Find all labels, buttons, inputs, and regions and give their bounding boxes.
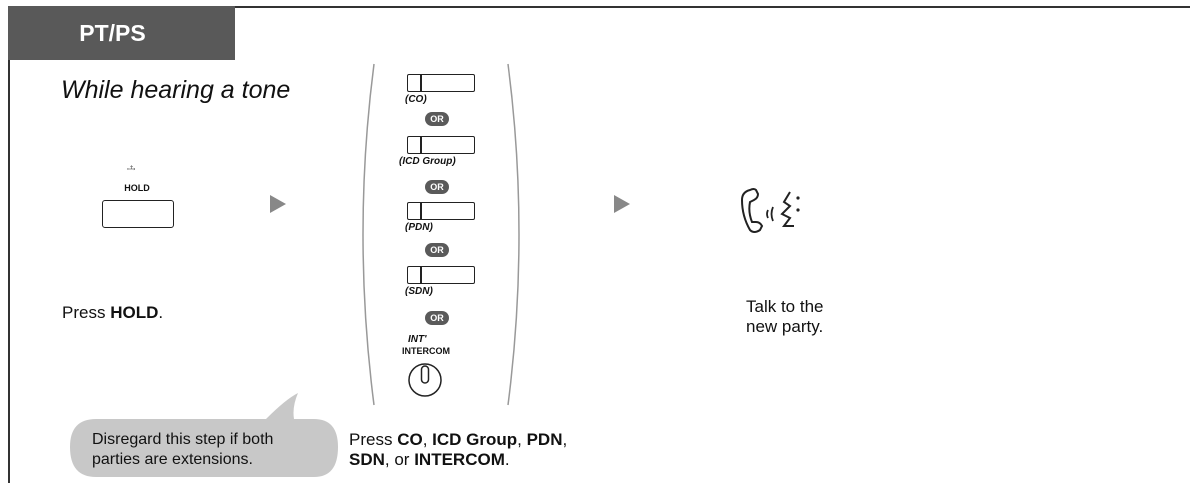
step3-caption-line2: new party. (746, 317, 824, 336)
step2-caption: Press CO, ICD Group, PDN, SDN, or INTERCO… (349, 430, 567, 470)
step2-caption-intercom: INTERCOM (414, 450, 505, 469)
hold-arrow-icon (127, 165, 136, 171)
note-line2: parties are extensions. (92, 451, 253, 468)
subtitle: While hearing a tone (61, 76, 291, 104)
step-arrow-2 (614, 195, 630, 213)
step2-caption-prefix: Press (349, 430, 398, 449)
header-tab: PT/PS (8, 6, 235, 60)
step2-caption-sep4: , or (384, 450, 415, 469)
option-brackets (362, 63, 520, 406)
co-key[interactable] (407, 74, 475, 92)
step2-caption-sep2: , (517, 430, 527, 449)
step1-caption-prefix: Press (62, 303, 111, 322)
pdn-key[interactable] (407, 202, 475, 220)
intercom-label: INTERCOM (402, 346, 450, 356)
hold-key-label: HOLD (124, 183, 150, 193)
talk-handset-icon (740, 188, 800, 233)
sdn-key[interactable] (407, 266, 475, 284)
step2-caption-sdn: SDN (349, 450, 385, 469)
step1-caption-suffix: . (158, 303, 164, 322)
step2-caption-sep1: , (422, 430, 433, 449)
header-tab-label: PT/PS (79, 19, 146, 46)
step1-caption: Press HOLD. (62, 303, 163, 323)
intercom-dial-icon[interactable] (407, 362, 443, 398)
or-badge-1: OR (425, 112, 449, 126)
step2-caption-sep3: , (562, 430, 568, 449)
sdn-key-label: (SDN) (405, 286, 433, 297)
step-arrow-1 (270, 195, 286, 213)
or-badge-4: OR (425, 311, 449, 325)
step2-caption-pdn: PDN (526, 430, 563, 449)
int-label: INT' (408, 334, 427, 345)
or-badge-2: OR (425, 180, 449, 194)
step2-caption-suffix: . (504, 450, 510, 469)
frame-left-border (8, 6, 10, 483)
icd-group-key[interactable] (407, 136, 475, 154)
step2-caption-co: CO (397, 430, 423, 449)
step2-caption-icd: ICD Group (432, 430, 518, 449)
note-line1: Disregard this step if both (92, 431, 274, 448)
or-badge-3: OR (425, 243, 449, 257)
step1-caption-bold: HOLD (110, 303, 159, 322)
note-bubble (70, 393, 338, 477)
icd-group-key-label: (ICD Group) (399, 156, 456, 167)
note-text: Disregard this step if both parties are e… (92, 430, 273, 470)
co-key-label: (CO) (405, 94, 427, 105)
hold-button[interactable] (102, 200, 174, 228)
pdn-key-label: (PDN) (405, 222, 433, 233)
step3-caption-line1: Talk to the (746, 297, 824, 316)
frame-top-border (8, 6, 1190, 8)
